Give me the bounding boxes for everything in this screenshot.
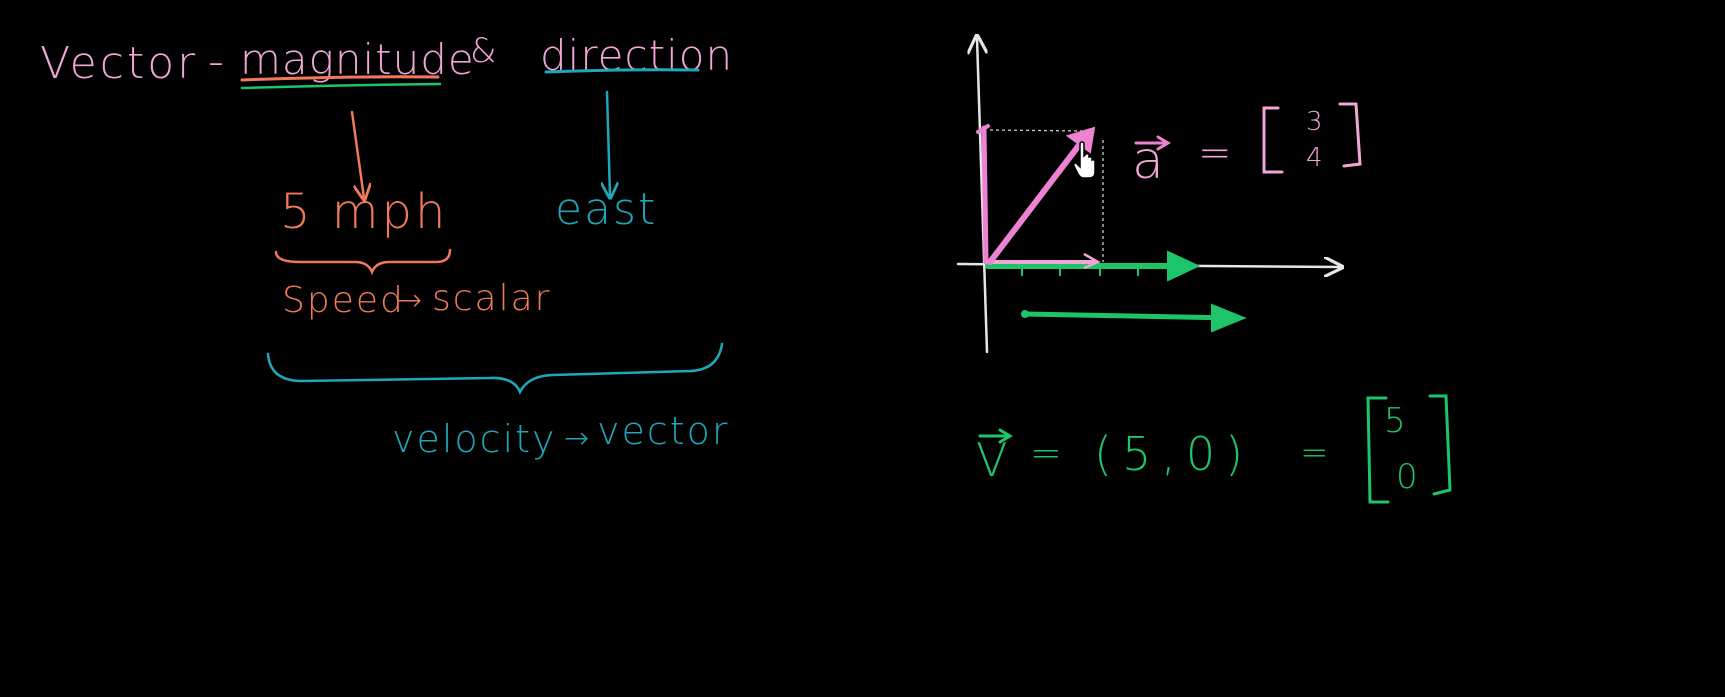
- vector-a-arrow-head: [1065, 126, 1096, 154]
- direction-underline: [544, 68, 700, 74]
- vector-v-equals-2: =: [1300, 433, 1329, 473]
- vector-a-equation: a = 3 4: [1132, 102, 1362, 191]
- magnitude-underline-green: [240, 82, 442, 90]
- implies-arrow-velocity: →: [564, 421, 589, 456]
- word-vector: Vector: [40, 38, 198, 89]
- vector-v-symbol: V: [976, 433, 1007, 487]
- implies-arrow-speed: →: [397, 283, 422, 318]
- vector-v-equation: V = (5,0) = 5 0: [976, 394, 1452, 504]
- vector-a-y-tick: [976, 124, 990, 134]
- scalar-label: scalar: [432, 278, 551, 319]
- vector-v-top: 5: [1384, 401, 1406, 441]
- speed-brace: [274, 248, 452, 276]
- projection-horizontal: [989, 129, 1086, 132]
- speed-value: 5 mph: [280, 184, 448, 240]
- velocity-label: velocity: [392, 417, 557, 461]
- vector-v-left-bracket: [1366, 396, 1390, 504]
- vector-v-tuple: (5,0): [1094, 427, 1253, 481]
- vector-v-equals-1: =: [1030, 431, 1062, 475]
- magnitude-underline-orange: [240, 75, 440, 82]
- magnitude-arrow: [350, 110, 364, 198]
- vector-a-right-bracket: [1338, 102, 1362, 168]
- vector-v-on-axis-head: [1167, 250, 1201, 282]
- vector-v-translated: [1021, 311, 1235, 321]
- vector-v-bottom: 0: [1396, 457, 1418, 497]
- velocity-brace: [266, 342, 724, 396]
- vector-a-bottom: 4: [1306, 143, 1323, 173]
- vector-a-overarrow-head: [1156, 135, 1171, 151]
- vector-a-y-component: [981, 125, 989, 265]
- vector-a-left-bracket: [1262, 106, 1284, 174]
- direction-value: east: [555, 184, 657, 235]
- vector-a-symbol: a: [1132, 131, 1164, 191]
- vector-v-translated-head: [1211, 303, 1247, 333]
- speed-label: Speed: [282, 280, 405, 321]
- vector-v-right-bracket: [1428, 394, 1452, 496]
- vector-v-overarrow-head: [998, 428, 1013, 444]
- hand-pointer-icon: [1073, 141, 1096, 179]
- direction-arrow: [607, 90, 610, 196]
- vector-a-x-component-head: [1083, 252, 1101, 270]
- vector-v-translated-tail: [1021, 310, 1029, 318]
- vector-a-top: 3: [1306, 107, 1323, 137]
- vector-label: vector: [597, 409, 730, 453]
- vector-a-arrow: [987, 133, 1089, 265]
- vector-a-equals: =: [1198, 130, 1232, 176]
- y-axis: [977, 38, 989, 354]
- ampersand: &: [470, 31, 497, 71]
- dash: -: [208, 36, 224, 87]
